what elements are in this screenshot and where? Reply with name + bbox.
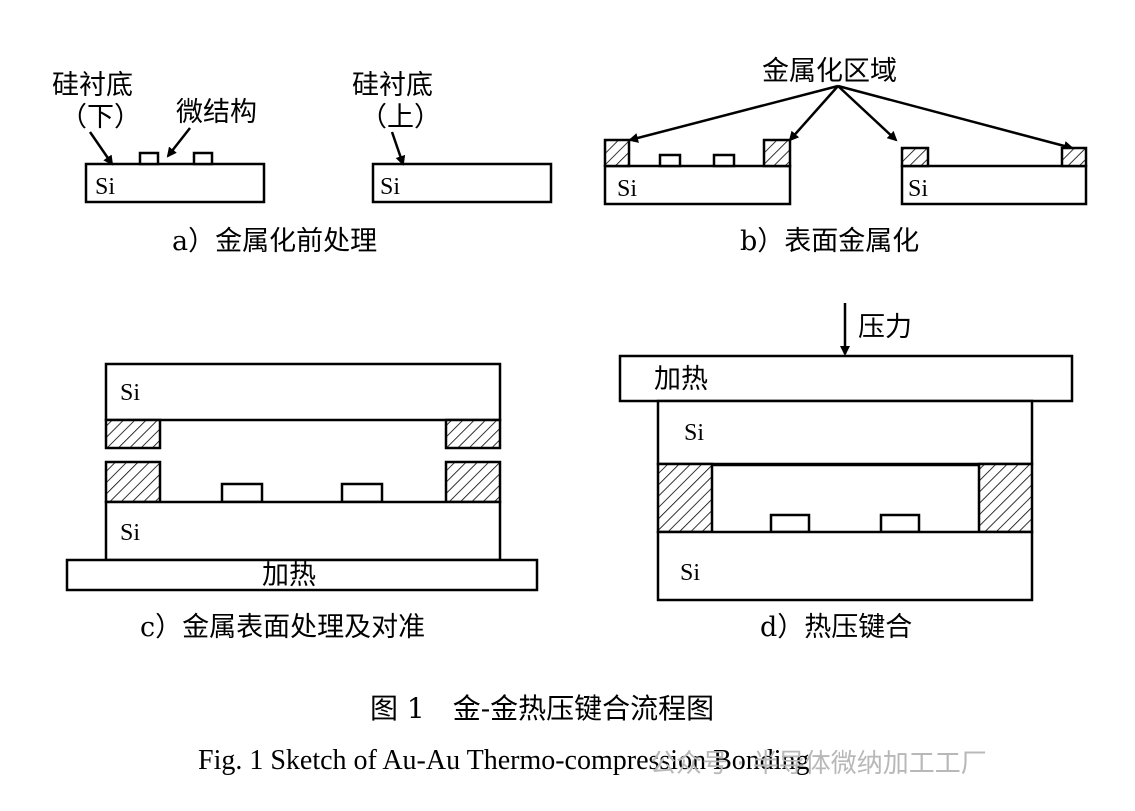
panel-a-si-right: Si	[380, 174, 400, 200]
panel-a-label-top-substrate-2: （上）	[360, 102, 441, 133]
panel-b-left-substrate	[603, 164, 792, 206]
panel-a-caption: a）金属化前处理	[172, 226, 377, 257]
panel-d-bottom-substrate	[656, 530, 1034, 602]
panel-b-right-metal-pad-right	[1060, 146, 1088, 168]
panel-d: 压力 加热 Si Si d）热压键合	[618, 303, 1074, 643]
watermark-text: 公众号 · 半导体微纳加工工厂	[650, 749, 987, 779]
panel-a-arrow-bottom-substrate	[88, 131, 114, 166]
panel-c-heater-label: 加热	[262, 560, 316, 591]
panel-a-top-substrate	[371, 162, 553, 204]
panel-b-label-metallized-area: 金属化区域	[762, 56, 897, 87]
panel-d-si-top: Si	[684, 420, 704, 446]
panel-c-microstructure-1	[220, 482, 264, 504]
panel-c-caption: c）金属表面处理及对准	[140, 612, 425, 643]
figure-caption-cn: 图 1 金-金热压键合流程图	[370, 692, 714, 725]
panel-a: Si 硅衬底 （下） 微结构 Si 硅衬底 （上） a）金属化前处理	[52, 70, 553, 257]
figure-caption-en: Fig. 1 Sketch of Au-Au Thermo-compressio…	[198, 745, 810, 776]
panel-b-arrow-2	[788, 85, 839, 142]
panel-c-bottom-metal-pad-left	[104, 460, 162, 504]
panel-a-microstructure-left	[138, 151, 160, 166]
panel-d-heater-label: 加热	[654, 364, 708, 395]
panel-b-left-metal-pad-right	[762, 138, 792, 168]
panel-a-label-microstructure: 微结构	[176, 97, 257, 128]
panel-c-top-substrate	[104, 362, 502, 422]
panel-a-label-top-substrate-1: 硅衬底	[352, 70, 433, 101]
panel-a-si-left: Si	[95, 174, 115, 200]
panel-b-arrow-3	[837, 85, 898, 142]
panel-c-top-metal-pad-left	[104, 418, 162, 450]
panel-a-label-bottom-substrate-2: （下）	[60, 102, 141, 133]
panel-b-left-microstructure-1	[658, 153, 682, 168]
panel-a-label-bottom-substrate-1: 硅衬底	[52, 70, 133, 101]
panel-b-right-metal-pad-left	[900, 146, 930, 168]
panel-b-arrow-4	[837, 84, 1074, 151]
panel-c-bottom-metal-pad-right	[444, 460, 502, 504]
panel-d-bonded-pad-left	[656, 462, 714, 534]
panel-b-right-substrate	[900, 164, 1088, 206]
panel-b: 金属化区域 Si Si b）表面金属化	[603, 56, 1088, 257]
panel-c-si-top: Si	[120, 380, 140, 406]
panel-b-left-microstructure-2	[712, 153, 736, 168]
panel-c: Si Si 加热 c）金属表面处理及对准	[65, 362, 539, 643]
panel-a-arrow-microstructure	[166, 127, 191, 158]
panel-a-microstructure-right	[192, 151, 214, 166]
panel-d-pressure-label: 压力	[858, 312, 912, 343]
panel-c-bottom-substrate	[104, 500, 502, 562]
panel-b-si-right: Si	[908, 176, 928, 202]
panel-d-bonded-pad-right	[977, 462, 1034, 534]
panel-c-heater-plate	[65, 558, 539, 592]
panel-a-bottom-substrate	[84, 162, 266, 204]
panel-b-arrow-1	[628, 84, 839, 143]
panel-c-microstructure-2	[340, 482, 384, 504]
panel-b-caption: b）表面金属化	[740, 226, 919, 257]
panel-b-left-metal-pad-left	[603, 138, 631, 168]
panel-b-si-left: Si	[617, 176, 637, 202]
panel-d-microstructure-2	[879, 513, 921, 534]
panel-d-si-bottom: Si	[680, 560, 700, 586]
panel-c-top-metal-pad-right	[444, 418, 502, 450]
panel-d-top-substrate	[656, 399, 1034, 466]
panel-a-arrow-top-substrate	[390, 131, 406, 166]
panel-c-si-bottom: Si	[120, 520, 140, 546]
panel-d-caption: d）热压键合	[760, 612, 912, 643]
panel-d-microstructure-1	[769, 513, 811, 534]
